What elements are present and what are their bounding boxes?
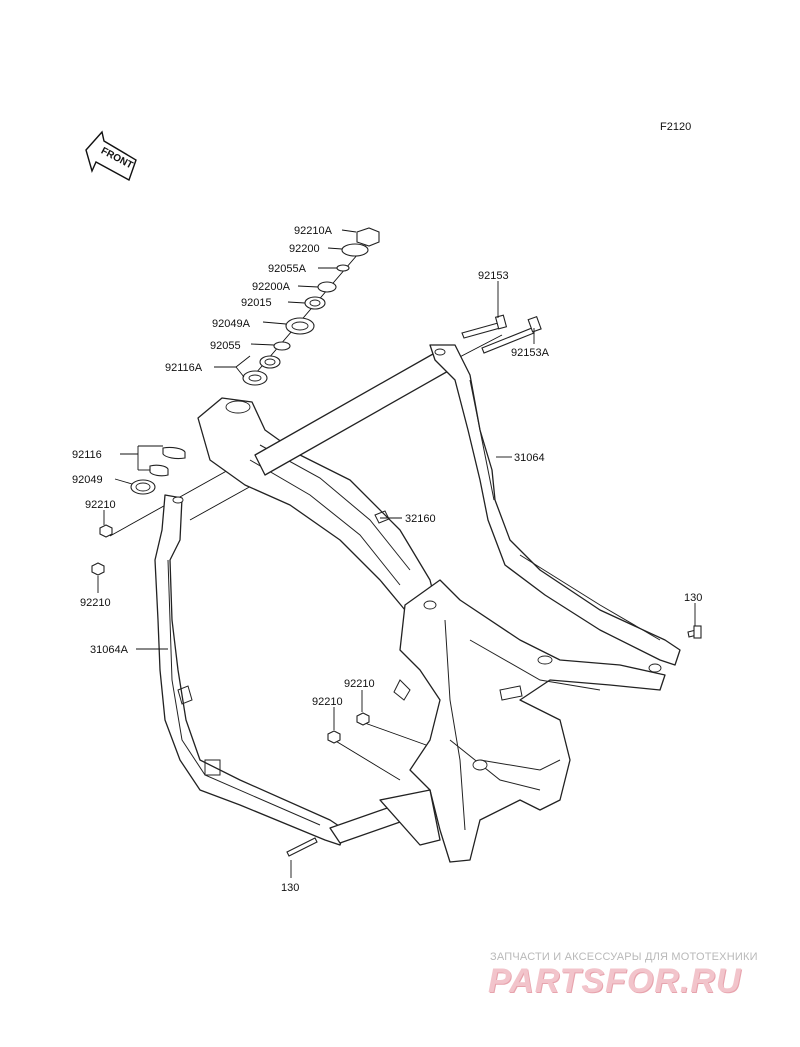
callout-92153A: 92153A <box>511 347 550 359</box>
callout-92116A: 92116A <box>165 362 203 374</box>
center-nuts <box>327 712 370 744</box>
callout-130-left: 130 <box>281 882 299 894</box>
callout-92116: 92116 <box>72 449 102 461</box>
watermark-logo: PARTSFOR.RU <box>488 962 742 1000</box>
callout-31064A: 31064A <box>90 644 129 656</box>
bolts <box>286 314 702 857</box>
callout-92049: 92049 <box>72 474 103 486</box>
leader-lines <box>97 229 696 878</box>
callout-92210-center-right: 92210 <box>344 678 375 690</box>
watermark-tagline: ЗАПЧАСТИ И АКСЕССУАРЫ ДЛЯ МОТОТЕХНИКИ <box>490 951 758 963</box>
front-arrow-icon: FRONT <box>85 130 137 182</box>
callout-31064: 31064 <box>514 452 545 464</box>
callout-92210A: 92210A <box>294 225 333 237</box>
callout-92210-center-left: 92210 <box>312 696 343 708</box>
figure-code: F2120 <box>660 121 691 133</box>
lower-bearing-parts <box>91 446 186 576</box>
callouts: 92210A 92200 92055A 92200A 92015 92049A … <box>72 225 702 894</box>
callout-92210-lower: 92210 <box>80 597 111 609</box>
callout-130-right: 130 <box>684 592 702 604</box>
callout-92210-upper: 92210 <box>85 499 116 511</box>
main-frame <box>154 344 681 863</box>
callout-92055A: 92055A <box>268 263 307 275</box>
callout-92055: 92055 <box>210 340 241 352</box>
callout-92049A: 92049A <box>212 318 251 330</box>
steering-stack <box>242 227 380 386</box>
callout-92200A: 92200A <box>252 281 291 293</box>
callout-92015: 92015 <box>241 297 272 309</box>
callout-32160: 32160 <box>405 513 436 525</box>
callout-92200: 92200 <box>289 243 320 255</box>
callout-92153: 92153 <box>478 270 509 282</box>
